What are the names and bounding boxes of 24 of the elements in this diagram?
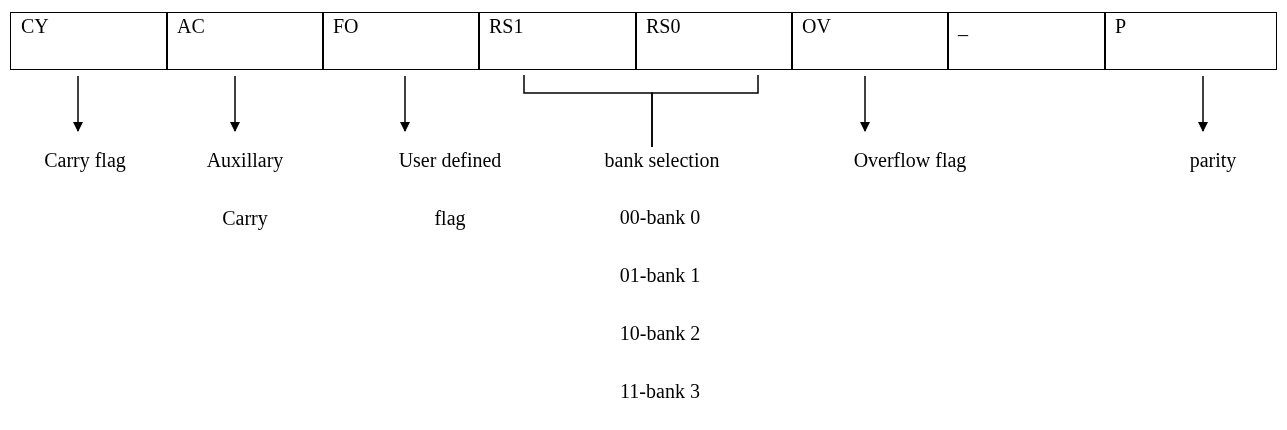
register-bit-cell: CY bbox=[10, 12, 168, 70]
flag-description: parity bbox=[1163, 131, 1263, 189]
register-bit-cell: RS1 bbox=[478, 12, 637, 70]
arrow bbox=[400, 75, 410, 132]
bank-code-note: 10-bank 2 bbox=[618, 322, 702, 345]
bracket-line bbox=[651, 74, 759, 148]
flag-description: bank selection bbox=[577, 131, 747, 189]
bank-code-note: 11-bank 3 bbox=[619, 380, 701, 403]
bank-code-note: 00-bank 0 bbox=[618, 206, 702, 229]
arrow bbox=[73, 75, 83, 132]
arrow bbox=[860, 75, 870, 132]
register-bit-cell: _ bbox=[947, 12, 1106, 70]
arrow bbox=[230, 75, 240, 132]
register-bit-cell: RS0 bbox=[635, 12, 793, 70]
flag-description: User defined flag bbox=[385, 131, 515, 247]
register-bit-cell: OV bbox=[791, 12, 949, 70]
register-bit-cell: FO bbox=[322, 12, 480, 70]
register-bit-cell: P bbox=[1104, 12, 1277, 70]
flag-description: Carry flag bbox=[25, 131, 145, 189]
flag-description: Auxillary Carry bbox=[190, 131, 300, 247]
bank-code-note: 01-bank 1 bbox=[618, 264, 702, 287]
flag-description: Overflow flag bbox=[830, 131, 990, 189]
register-bit-cell: AC bbox=[166, 12, 324, 70]
arrow bbox=[1198, 75, 1208, 132]
